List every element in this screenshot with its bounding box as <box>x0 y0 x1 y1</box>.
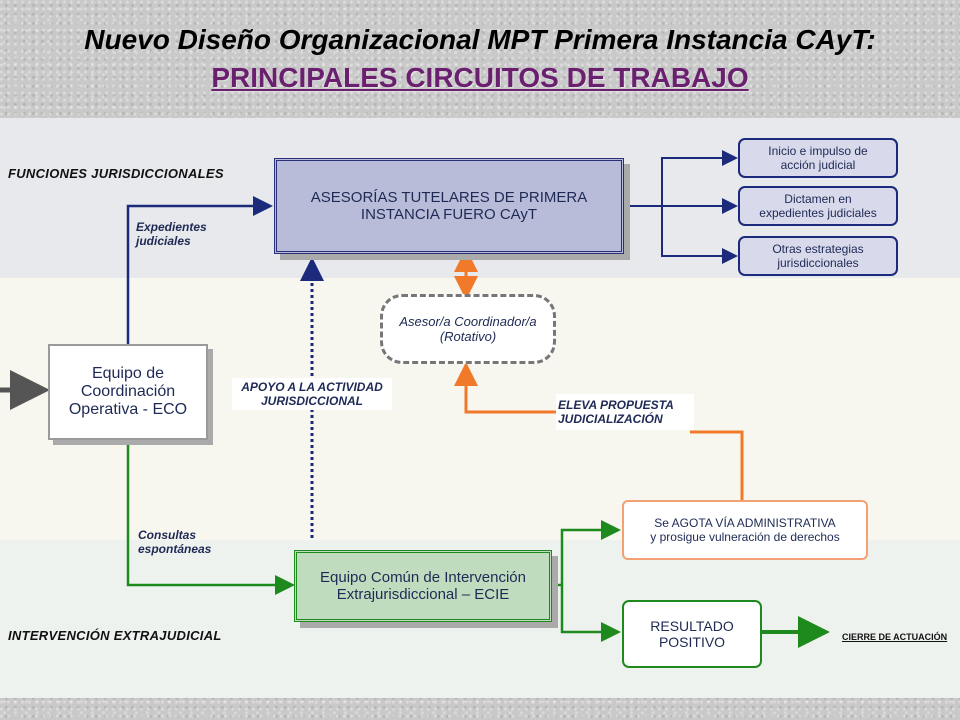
node-ecie[interactable]: Equipo Común de Intervención Extrajurisd… <box>294 550 552 622</box>
node-inicio[interactable]: Inicio e impulso de acción judicial <box>738 138 898 178</box>
page-subtitle: PRINCIPALES CIRCUITOS DE TRABAJO <box>211 62 749 93</box>
edge-label-consultas: Consultas espontáneas <box>138 528 212 556</box>
node-eco-label: Equipo de Coordinación Operativa - ECO <box>68 365 188 418</box>
edge-label-cierre: CIERRE DE ACTUACIÓN <box>842 632 948 642</box>
node-asesor-label: Asesor/a Coordinador/a (Rotativo) <box>399 314 537 344</box>
edge-to-otras <box>661 206 738 264</box>
node-resultado-label: RESULTADO POSITIVO <box>650 618 734 650</box>
section-label-extrajudicial: INTERVENCIÓN EXTRAJUDICIAL <box>8 628 222 643</box>
edge-label-apoyo: APOYO A LA ACTIVIDAD JURISDICCIONAL <box>232 378 392 410</box>
node-eco[interactable]: Equipo de Coordinación Operativa - ECO <box>48 344 208 440</box>
node-agota-label: Se AGOTA VÍA ADMINISTRATIVA y prosigue v… <box>650 516 840 544</box>
node-asesorias-label: ASESORÍAS TUTELARES DE PRIMERA INSTANCIA… <box>310 189 588 223</box>
edge-agota-eleva <box>690 430 744 500</box>
diagram-panel: FUNCIONES JURISDICCIONALES INTERVENCIÓN … <box>0 118 960 698</box>
edge-eco-ecie <box>126 440 295 595</box>
node-asesorias[interactable]: ASESORÍAS TUTELARES DE PRIMERA INSTANCIA… <box>274 158 624 254</box>
edge-label-eleva: ELEVA PROPUESTA JUDICIALIZACIÓN <box>556 394 694 430</box>
node-otras-label: Otras estrategias jurisdiccionales <box>772 242 864 270</box>
page-title: Nuevo Diseño Organizacional MPT Primera … <box>84 24 876 55</box>
edge-eleva-asesor <box>454 362 558 414</box>
node-dictamen-label: Dictamen en expedientes judiciales <box>759 192 877 220</box>
node-otras[interactable]: Otras estrategias jurisdiccionales <box>738 236 898 276</box>
node-dictamen[interactable]: Dictamen en expedientes judiciales <box>738 186 898 226</box>
edge-to-inicio <box>661 150 738 206</box>
edge-label-expedientes: Expedientes judiciales <box>136 220 207 248</box>
node-resultado[interactable]: RESULTADO POSITIVO <box>622 600 762 668</box>
node-ecie-label: Equipo Común de Intervención Extrajurisd… <box>320 569 526 603</box>
section-label-jurisdiccionales: FUNCIONES JURISDICCIONALES <box>8 166 224 181</box>
diagram-connectors <box>0 150 830 648</box>
edge-to-resultado <box>560 585 621 642</box>
node-inicio-label: Inicio e impulso de acción judicial <box>768 144 868 172</box>
edge-to-agota <box>560 520 621 585</box>
node-agota[interactable]: Se AGOTA VÍA ADMINISTRATIVA y prosigue v… <box>622 500 868 560</box>
node-asesor-coordinador[interactable]: Asesor/a Coordinador/a (Rotativo) <box>380 294 556 364</box>
edge-eco-asesorias <box>126 196 273 346</box>
